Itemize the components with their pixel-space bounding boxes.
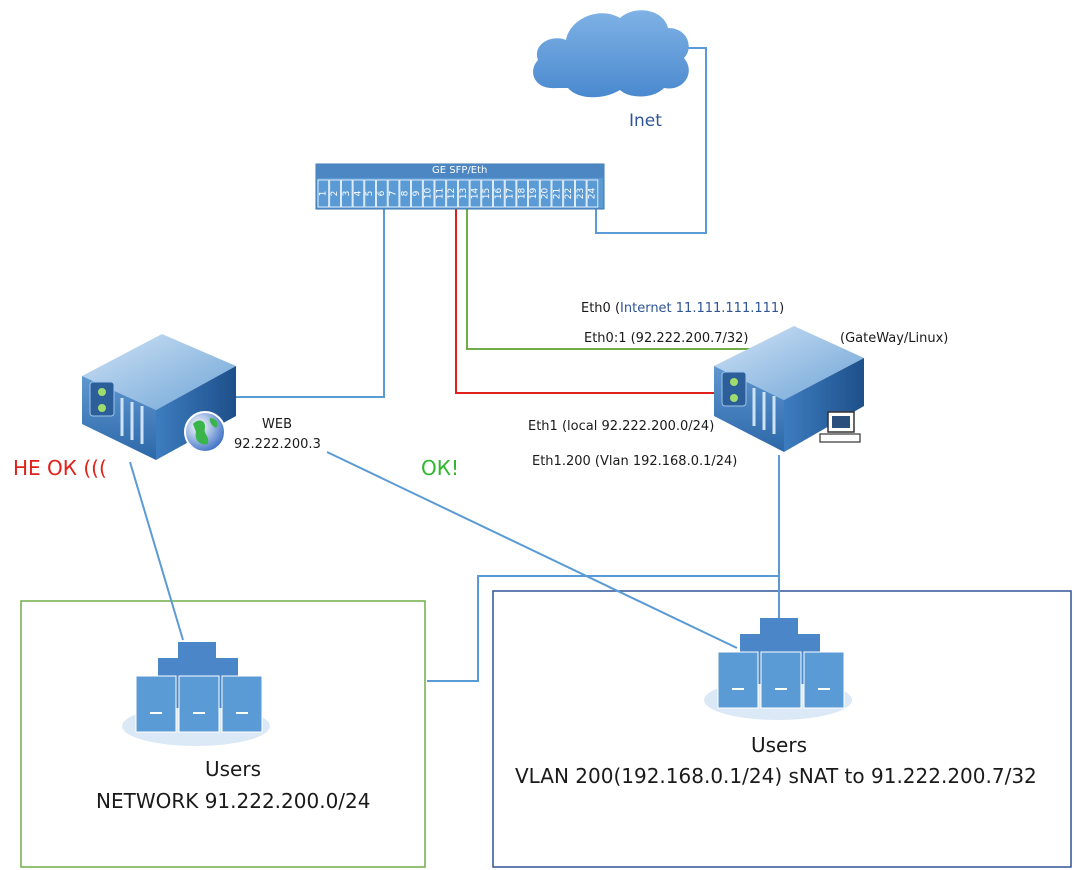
switch-port-6 xyxy=(376,179,388,208)
switch-port-label-10: 10 xyxy=(424,188,434,200)
switch-port-label-15: 15 xyxy=(482,188,492,199)
switch-port-22 xyxy=(563,179,575,208)
right-network-title: Users xyxy=(751,733,808,757)
server-workstation-icon xyxy=(714,326,864,452)
switch-port-9 xyxy=(411,179,423,208)
switch-port-14 xyxy=(469,179,482,208)
eth0-suffix: ) xyxy=(779,301,785,316)
eth0-label: Eth0 (Internet 11.111.111.111) xyxy=(581,301,784,316)
server-globe-icon xyxy=(82,334,236,460)
left-network-subtitle: NETWORK 91.222.200.0/24 xyxy=(96,789,371,813)
switch-port-5 xyxy=(364,179,376,208)
eth0-prefix: Eth0 ( xyxy=(581,301,621,316)
switch-port-label-13: 13 xyxy=(459,188,469,199)
link-red-eth1 xyxy=(455,208,722,394)
switch-port-label-5: 5 xyxy=(365,191,375,197)
status-fail: НЕ ОК ((( xyxy=(13,456,107,480)
link-left-net-gateway xyxy=(427,575,779,682)
switch-port-16 xyxy=(493,179,505,208)
switch-port-label-12: 12 xyxy=(447,188,457,199)
switch-port-10 xyxy=(422,179,435,208)
switch-port-11 xyxy=(434,179,447,208)
web-name: WEB xyxy=(262,417,292,432)
switch-port-label-19: 19 xyxy=(529,188,539,200)
switch-port-21 xyxy=(551,179,564,208)
switch-port-18 xyxy=(516,179,529,208)
switch-port-2 xyxy=(329,179,341,208)
link-web-left-users xyxy=(129,461,184,641)
switch-port-label-21: 21 xyxy=(552,188,562,199)
switch-port-20 xyxy=(539,179,552,208)
switch-port-label-2: 2 xyxy=(330,191,340,197)
switch-port-7 xyxy=(387,179,400,208)
switch-port-label-7: 7 xyxy=(389,191,399,197)
switch-port-label-22: 22 xyxy=(564,188,574,199)
switch-port-4 xyxy=(352,179,365,208)
gateway-name: (GateWay/Linux) xyxy=(840,331,949,346)
left-network-box xyxy=(20,600,426,868)
link-green-eth0 xyxy=(466,208,765,350)
switch-port-8 xyxy=(399,179,411,208)
switch-port-label-14: 14 xyxy=(470,188,480,200)
link-switch-web xyxy=(234,208,385,398)
switch-port-label-8: 8 xyxy=(400,190,410,196)
eth1-label: Eth1 (local 92.222.200.0/24) xyxy=(528,419,715,434)
switch-port-15 xyxy=(481,179,493,208)
user-servers-icon-right xyxy=(704,618,852,720)
switch-port-24 xyxy=(586,179,599,208)
inet-label: Inet xyxy=(629,111,662,131)
switch-port-label-3: 3 xyxy=(342,191,352,197)
switch-port-label-20: 20 xyxy=(541,188,551,200)
user-servers-icon-left xyxy=(122,642,270,746)
switch-port-label-11: 11 xyxy=(435,188,445,199)
switch-port-17 xyxy=(504,179,517,208)
switch-port-19 xyxy=(528,179,540,208)
switch-port-label-23: 23 xyxy=(576,188,586,199)
web-ip: 92.222.200.3 xyxy=(234,437,321,452)
switch-port-13 xyxy=(457,179,470,208)
switch-port-label-17: 17 xyxy=(506,188,516,199)
right-network-box xyxy=(492,590,1072,868)
switch-port-label-9: 9 xyxy=(412,190,422,196)
switch-port-label-16: 16 xyxy=(494,188,504,200)
eth1-200-label: Eth1.200 (Vlan 192.168.0.1/24) xyxy=(532,454,738,469)
switch-port-label-1: 1 xyxy=(318,191,328,197)
switch-title: GE SFP/Eth xyxy=(432,165,488,176)
right-network-subtitle: VLAN 200(192.168.0.1/24) sNAT to 91.222.… xyxy=(515,764,1037,788)
switch-port-23 xyxy=(575,179,587,208)
switch-port-label-4: 4 xyxy=(353,190,363,196)
switch-port-label-18: 18 xyxy=(517,188,527,200)
status-ok: ОК! xyxy=(421,456,459,480)
switch-port-label-6: 6 xyxy=(377,190,387,196)
eth0-1-label: Eth0:1 (92.222.200.7/32) xyxy=(584,331,749,346)
switch-port-label-24: 24 xyxy=(587,188,597,200)
cloud-icon xyxy=(533,10,689,98)
switch-port-12 xyxy=(446,179,458,208)
switch-port-1 xyxy=(317,179,330,208)
switch-port-3 xyxy=(340,179,353,208)
link-web-right-users xyxy=(326,451,738,649)
eth0-value: Internet 11.111.111.111 xyxy=(620,301,780,316)
left-network-title: Users xyxy=(205,757,262,781)
